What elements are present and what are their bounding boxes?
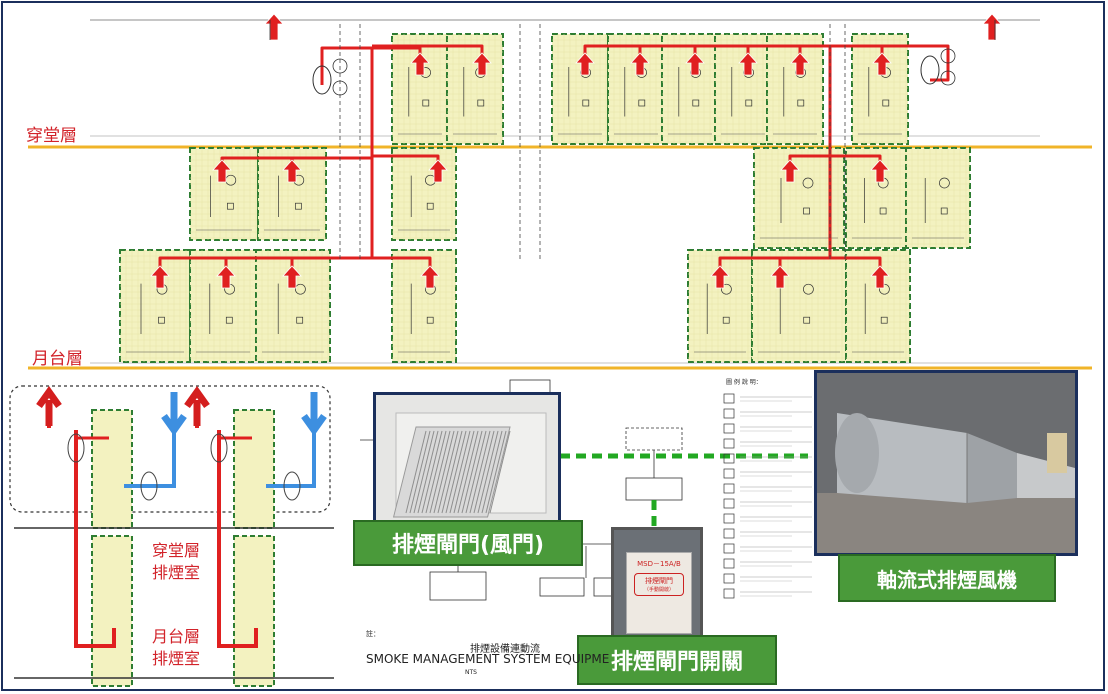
smoke-zone bbox=[751, 249, 847, 363]
smoke-zone bbox=[391, 249, 457, 363]
fans bbox=[312, 48, 956, 96]
exhaust-arrows bbox=[150, 13, 1002, 289]
exhaust-arrow bbox=[282, 265, 302, 289]
exhaust-arrow bbox=[685, 52, 705, 76]
smoke-exhaust-schematic bbox=[28, 13, 1092, 370]
smoke-zones bbox=[119, 33, 971, 363]
exhaust-arrow bbox=[780, 159, 800, 183]
smoke-zone bbox=[766, 33, 824, 145]
exhaust-arrow bbox=[420, 265, 440, 289]
room-label-platform-1: 月台層 bbox=[152, 627, 201, 646]
fan-photo bbox=[814, 370, 1078, 556]
smoke-zone bbox=[391, 147, 457, 241]
exhaust-arrow bbox=[770, 265, 790, 289]
smoke-zone bbox=[189, 249, 257, 363]
label-fan: 軸流式排煙風機 bbox=[838, 554, 1056, 602]
legend-symbols bbox=[723, 393, 812, 599]
exhaust-arrow bbox=[872, 52, 892, 76]
smoke-zone bbox=[119, 249, 191, 363]
exhaust-arrow bbox=[410, 52, 430, 76]
label-damper-switch: 排煙閘門開關 bbox=[577, 635, 777, 685]
smoke-zone bbox=[607, 33, 665, 145]
exhaust-arrow bbox=[982, 13, 1002, 41]
exhaust-room-section bbox=[9, 385, 334, 687]
exhaust-arrow bbox=[790, 52, 810, 76]
switch-photo: MSD－15A/B 排煙閘門 （手動開啟） bbox=[611, 527, 703, 649]
exhaust-arrow bbox=[472, 52, 492, 76]
smoke-zone bbox=[446, 33, 504, 145]
room-label-concourse-2: 排煙室 bbox=[152, 563, 201, 582]
damper-photo bbox=[373, 392, 561, 530]
fan-symbol bbox=[920, 55, 940, 85]
legend-heading: 圖 例 說 明： bbox=[726, 379, 762, 386]
exhaust-arrow bbox=[150, 265, 170, 289]
smoke-zone bbox=[905, 147, 971, 249]
exhaust-arrow bbox=[575, 52, 595, 76]
exhaust-arrow bbox=[710, 265, 730, 289]
smoke-zone bbox=[255, 249, 331, 363]
device-plate-sub: （手動開啟） bbox=[643, 587, 674, 593]
title-en: SMOKE MANAGEMENT SYSTEM EQUIPME bbox=[366, 652, 610, 666]
exhaust-arrow bbox=[630, 52, 650, 76]
room-label-platform: 月台層 排煙室 bbox=[152, 626, 200, 670]
exhaust-arrow bbox=[264, 13, 284, 41]
exhaust-arrow bbox=[282, 159, 302, 183]
floor-label-platform: 月台層 bbox=[32, 349, 83, 369]
smoke-zone bbox=[845, 249, 911, 363]
fan-symbol bbox=[312, 65, 332, 95]
exhaust-arrow bbox=[738, 52, 758, 76]
smoke-zone bbox=[661, 33, 719, 145]
floor-label-concourse: 穿堂層 bbox=[26, 126, 77, 146]
room-label-concourse-1: 穿堂層 bbox=[152, 541, 201, 560]
exhaust-arrow bbox=[212, 159, 232, 183]
label-damper: 排煙閘門(風門) bbox=[353, 520, 583, 566]
device-plate: 排煙閘門 bbox=[645, 577, 673, 585]
title-zh: 排煙設備連動流 bbox=[470, 644, 540, 655]
exhaust-arrow bbox=[216, 265, 236, 289]
smoke-zone bbox=[714, 33, 772, 145]
exhaust-arrow bbox=[870, 159, 890, 183]
smoke-zone bbox=[851, 33, 909, 145]
exhaust-arrow bbox=[870, 265, 890, 289]
device-model: MSD－15A/B bbox=[637, 560, 681, 568]
smoke-zone bbox=[845, 147, 909, 249]
room-label-platform-2: 排煙室 bbox=[152, 649, 201, 668]
title-nts: NTS bbox=[465, 669, 477, 676]
room-label-concourse: 穿堂層 排煙室 bbox=[152, 540, 200, 584]
exhaust-arrow bbox=[428, 159, 448, 183]
smoke-zone bbox=[551, 33, 609, 145]
